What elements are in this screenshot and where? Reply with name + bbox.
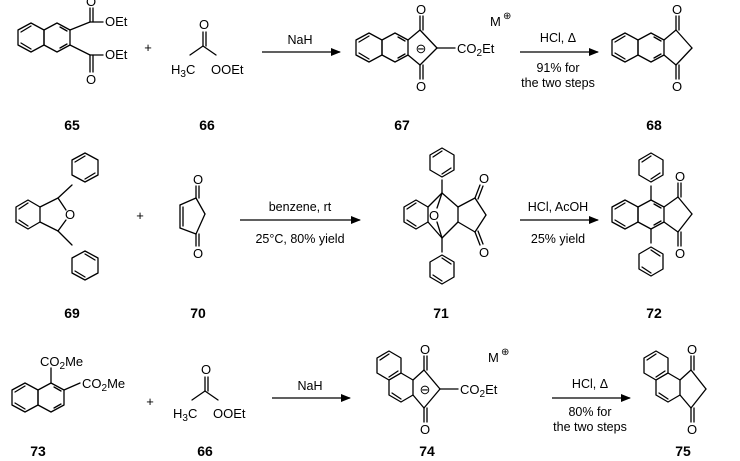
metal-label: M: [488, 350, 499, 365]
ester-label: OEt: [105, 47, 128, 62]
compound-number: 73: [30, 443, 46, 459]
condition-below-2: the two steps: [553, 420, 627, 434]
compound-number: 67: [394, 117, 410, 133]
oxygen-label: O: [672, 2, 682, 17]
compound-number: 65: [64, 117, 80, 133]
co2me-label: CO2Me: [82, 376, 125, 394]
oxygen-label: O: [193, 172, 203, 187]
anion-charge: ⊖: [416, 41, 427, 56]
structure-69: [15, 152, 99, 281]
compound-number: 71: [433, 305, 449, 321]
compound-number: 68: [646, 117, 662, 133]
compound-number: 66: [197, 443, 213, 459]
structure-66: [191, 376, 219, 401]
plus-sign: +: [136, 208, 144, 223]
ester-label: OOEt: [211, 62, 244, 77]
co2me-label: CO2Me: [40, 354, 83, 372]
structure-75: [643, 350, 707, 423]
compound-number: 66: [199, 117, 215, 133]
co2et-label: CO2Et: [457, 41, 495, 59]
oxygen-label: O: [416, 2, 426, 17]
oxygen-label: O: [65, 207, 75, 222]
condition-above: NaH: [287, 33, 312, 47]
structure-70: [179, 185, 206, 247]
compound-number: 69: [64, 305, 80, 321]
oxygen-label: O: [687, 422, 697, 437]
structure-66: [189, 31, 217, 56]
compound-number: 74: [419, 443, 435, 459]
oxygen-label: O: [687, 342, 697, 357]
anion-charge: ⊖: [420, 382, 431, 397]
metal-label: M: [490, 14, 501, 29]
oxygen-label: O: [479, 171, 489, 186]
oxygen-label: O: [420, 422, 430, 437]
condition-below: 25°C, 80% yield: [255, 232, 344, 246]
condition-above: NaH: [297, 379, 322, 393]
structure-73: [11, 367, 81, 413]
compound-number: 70: [190, 305, 206, 321]
condition-above: HCl, AcOH: [528, 200, 588, 214]
oxygen-label: O: [86, 0, 96, 9]
condition-below: 80% for: [568, 405, 611, 419]
oxygen-label: O: [416, 79, 426, 94]
structure-71: [403, 147, 487, 285]
oxygen-label: O: [672, 79, 682, 94]
condition-above: benzene, rt: [269, 200, 332, 214]
bridge-oxygen-label: O: [429, 208, 439, 223]
ester-label: OEt: [105, 14, 128, 29]
methyl-label: H3C: [173, 406, 197, 424]
condition-below-2: the two steps: [521, 76, 595, 90]
co2et-label: CO2Et: [460, 382, 498, 400]
structure-67: [355, 15, 456, 80]
condition-above: HCl, Δ: [572, 377, 608, 391]
oxygen-label: O: [675, 169, 685, 184]
oxygen-label: O: [193, 246, 203, 261]
structure-74: [376, 350, 459, 423]
condition-above: HCl, Δ: [540, 31, 576, 45]
oxygen-label: O: [479, 245, 489, 260]
structure-65: [17, 7, 104, 73]
metal-charge: ⊕: [503, 11, 511, 22]
methyl-label: H3C: [171, 62, 195, 80]
compound-number: 75: [675, 443, 691, 459]
plus-sign: +: [144, 40, 152, 55]
oxygen-label: O: [675, 246, 685, 261]
plus-sign: +: [146, 394, 154, 409]
condition-below: 25% yield: [531, 232, 585, 246]
structure-72: [611, 152, 693, 277]
ester-label: OOEt: [213, 406, 246, 421]
condition-below: 91% for: [536, 61, 579, 75]
metal-charge: ⊕: [501, 347, 509, 358]
oxygen-label: O: [86, 72, 96, 87]
oxygen-label: O: [199, 17, 209, 32]
oxygen-label: O: [201, 362, 211, 377]
structure-68: [611, 15, 693, 80]
oxygen-label: O: [420, 342, 430, 357]
compound-number: 72: [646, 305, 662, 321]
